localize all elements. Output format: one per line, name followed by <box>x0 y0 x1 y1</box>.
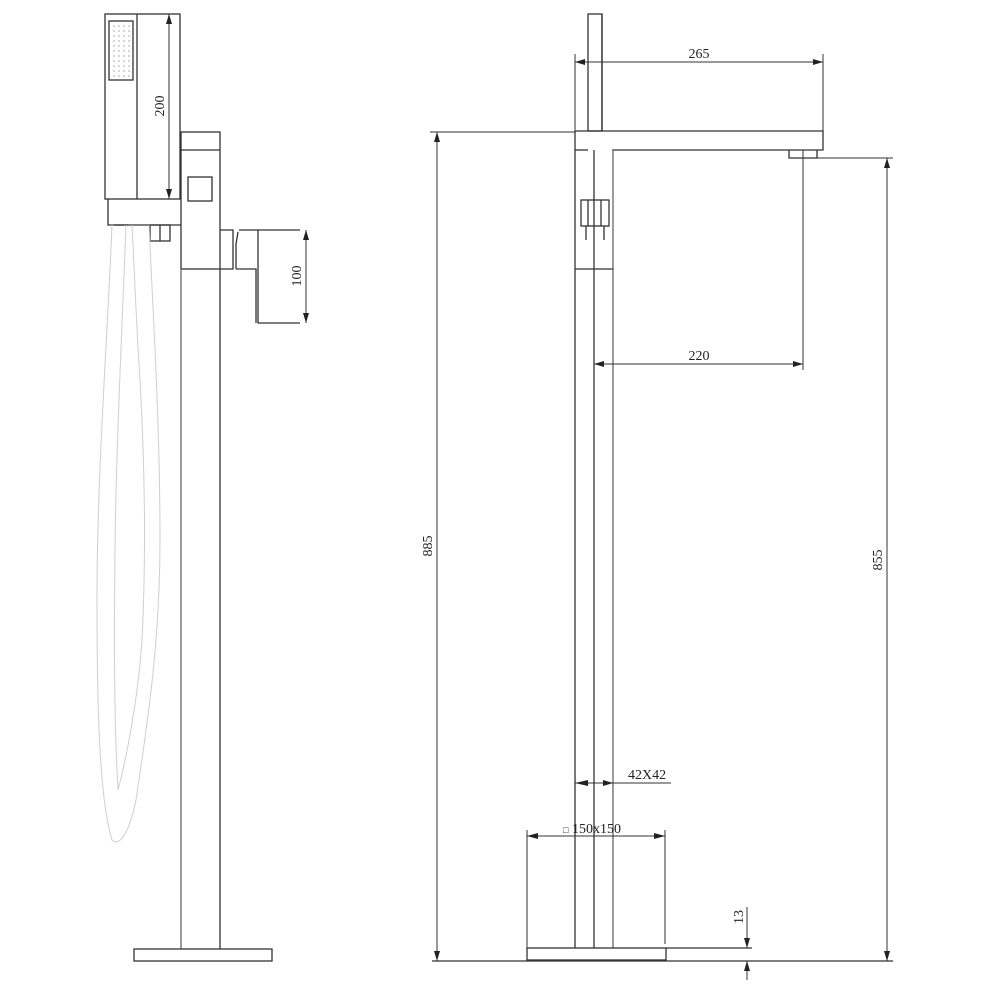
dimension-column-section: 42X42 <box>575 768 671 786</box>
dimension-label-855: 855 <box>871 550 886 571</box>
dimension-label-13: 13 <box>732 910 747 924</box>
dimension-outlet-height: 855 <box>817 157 893 961</box>
dimension-label-150x150: 150x150 <box>572 822 621 837</box>
dimension-base-plate: □ 150x150 <box>526 822 666 948</box>
dimension-label-42x42: 42X42 <box>628 768 666 783</box>
base-plate <box>526 947 752 961</box>
dimension-spout-reach: 220 <box>593 150 804 370</box>
dimension-label-100: 100 <box>290 266 305 287</box>
dimension-label-265: 265 <box>689 47 710 62</box>
shower-spray-nozzles-icon <box>113 25 130 77</box>
spout <box>575 130 824 159</box>
square-symbol-icon: □ <box>563 825 569 835</box>
shower-holder <box>107 199 181 242</box>
side-view: 200 100 <box>96 13 309 962</box>
shower-hose <box>96 224 161 843</box>
front-column <box>574 14 614 948</box>
lever-handle <box>220 229 300 324</box>
side-column <box>133 131 273 962</box>
dimension-handle-height: 100 <box>290 230 309 323</box>
hand-shower <box>104 13 181 200</box>
dimension-base-thickness: 13 <box>732 907 760 980</box>
dimension-spout-length: 265 <box>574 47 824 131</box>
dimension-total-height: 885 <box>421 131 575 961</box>
dimension-label-200: 200 <box>153 96 168 117</box>
front-view: 265 220 885 855 <box>421 13 893 980</box>
dimension-label-220: 220 <box>689 349 710 364</box>
dimension-label-885: 885 <box>421 536 436 557</box>
dimension-hand-shower-height: 200 <box>153 13 180 199</box>
